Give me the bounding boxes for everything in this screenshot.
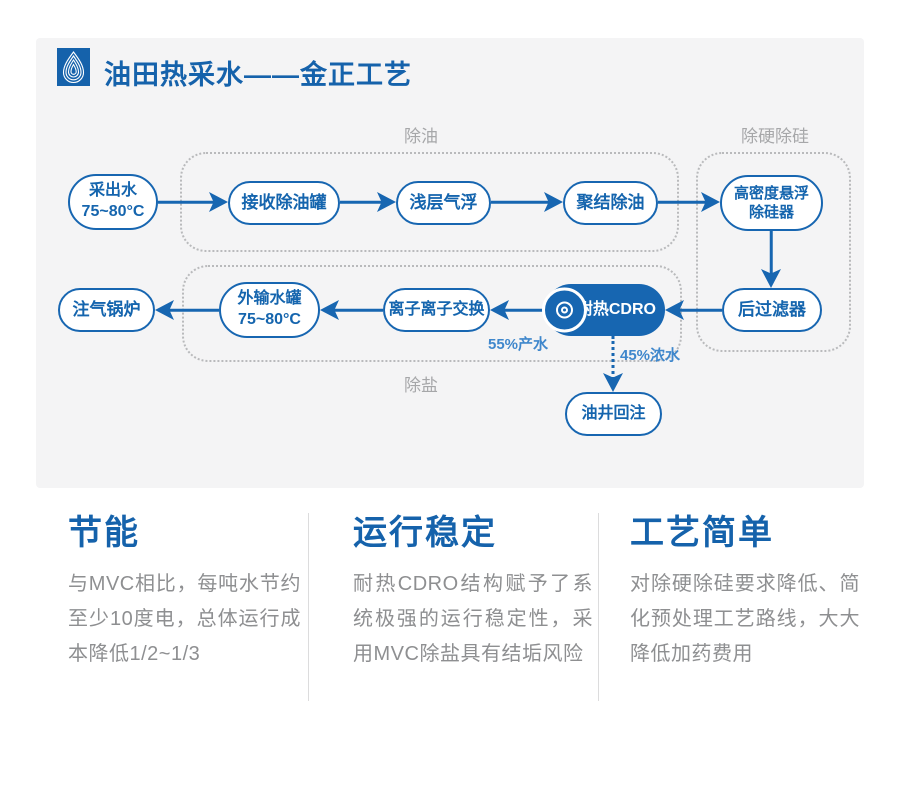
company-logo-water-drop-icon bbox=[57, 48, 90, 86]
node-silica-line2: 除硅器 bbox=[748, 204, 794, 221]
node-coalescing-oil-removal: 聚结除油 bbox=[563, 181, 658, 225]
group-box-hard-silica bbox=[696, 152, 851, 352]
node-export-line1: 外输水罐 bbox=[237, 290, 302, 308]
group-label-desalination: 除盐 bbox=[404, 376, 438, 395]
node-produced-water-line2: 75~80°C bbox=[81, 203, 145, 220]
node-export-water-tank: 外输水罐 75~80°C bbox=[219, 282, 320, 338]
feature-simple-process: 工艺简单 对除硬除硅要求降低、简化预处理工艺路线，大大降低加药费用 bbox=[630, 505, 860, 701]
ring-outer bbox=[556, 301, 573, 319]
node-label: 接收除油罐 bbox=[241, 192, 327, 212]
arrow-silica-remover-to-post-filter bbox=[761, 231, 781, 288]
arrow-produced-water-to-receiving-tank bbox=[158, 192, 228, 212]
vertical-divider bbox=[308, 513, 309, 701]
feature-stable-operation: 运行稳定 耐热CDRO结构赋予了系统极强的运行稳定性，采用MVC除盐具有结垢风险 bbox=[353, 505, 593, 701]
feature-columns: 节能 与MVC相比，每吨水节约至少10度电，总体运行成本降低1/2~1/3 运行… bbox=[36, 505, 864, 701]
page-title: 油田热采水——金正工艺 bbox=[104, 60, 412, 90]
node-label: 离子离子交换 bbox=[388, 300, 485, 318]
node-label: 注气锅炉 bbox=[72, 299, 141, 319]
node-label: 后过滤器 bbox=[738, 299, 806, 319]
node-ion-ion-exchange: 离子离子交换 bbox=[383, 288, 490, 332]
arrow-flotation-to-coalescing bbox=[491, 192, 563, 212]
arrow-coalescing-to-silica-remover bbox=[658, 192, 720, 212]
feature-body: 耐热CDRO结构赋予了系统极强的运行稳定性，采用MVC除盐具有结垢风险 bbox=[353, 573, 593, 665]
label-concentrate-45: 45%浓水 bbox=[620, 347, 681, 364]
feature-body: 对除硬除硅要求降低、简化预处理工艺路线，大大降低加药费用 bbox=[630, 573, 860, 665]
cdro-ring-target-icon bbox=[542, 287, 587, 333]
node-label: 聚结除油 bbox=[576, 192, 645, 212]
ring-inner bbox=[561, 306, 568, 314]
arrow-cdro-to-ion-exchange bbox=[490, 300, 545, 320]
node-well-reinjection: 油井回注 bbox=[565, 392, 662, 436]
node-high-density-silica-remover: 高密度悬浮 除硅器 bbox=[720, 175, 823, 231]
node-gas-injection-boiler: 注气锅炉 bbox=[58, 288, 155, 332]
node-label: 浅层气浮 bbox=[409, 192, 478, 212]
group-label-oil-removal: 除油 bbox=[404, 127, 438, 146]
arrow-ion-exchange-to-export-tank bbox=[320, 300, 383, 320]
arrow-export-tank-to-boiler bbox=[155, 300, 219, 320]
feature-title: 工艺简单 bbox=[630, 514, 774, 552]
feature-title: 运行稳定 bbox=[353, 514, 497, 552]
arrow-cdro-to-well-reinjection-dotted bbox=[603, 336, 623, 392]
node-label: 耐热CDRO bbox=[576, 300, 656, 318]
node-produced-water: 采出水 75~80°C bbox=[68, 174, 158, 230]
feature-body: 与MVC相比，每吨水节约至少10度电，总体运行成本降低1/2~1/3 bbox=[68, 573, 301, 665]
arrow-post-filter-to-cdro bbox=[665, 300, 722, 320]
feature-energy-saving: 节能 与MVC相比，每吨水节约至少10度电，总体运行成本降低1/2~1/3 bbox=[68, 505, 301, 701]
node-label: 油井回注 bbox=[581, 404, 646, 422]
feature-title: 节能 bbox=[68, 514, 140, 552]
vertical-divider bbox=[598, 513, 599, 701]
node-post-filter: 后过滤器 bbox=[722, 288, 822, 332]
node-export-line2: 75~80°C bbox=[238, 311, 301, 328]
arrow-receiving-tank-to-flotation bbox=[340, 192, 396, 212]
node-silica-line1: 高密度悬浮 bbox=[733, 184, 809, 202]
node-produced-water-line1: 采出水 bbox=[88, 182, 137, 200]
label-product-water-55: 55%产水 bbox=[488, 336, 549, 353]
diagram-panel: 油田热采水——金正工艺 除油 除硬除硅 除盐 采出水 75~80°C 接收除油罐… bbox=[36, 38, 864, 488]
node-receiving-oil-removal-tank: 接收除油罐 bbox=[228, 181, 340, 225]
node-heat-resistant-cdro: 耐热CDRO bbox=[542, 284, 665, 336]
node-shallow-air-flotation: 浅层气浮 bbox=[396, 181, 491, 225]
group-label-hard-silica: 除硬除硅 bbox=[741, 127, 809, 146]
